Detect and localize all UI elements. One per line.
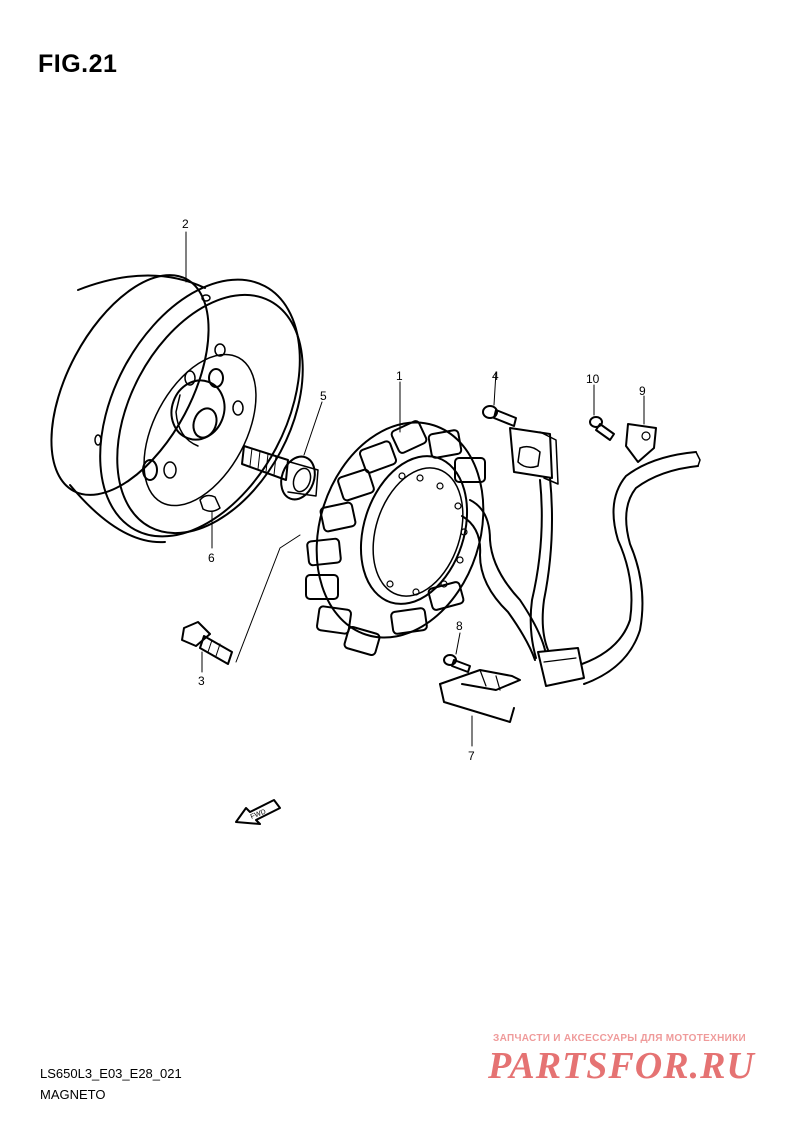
callout-5: 5 <box>320 389 327 403</box>
wire-guide <box>439 669 521 747</box>
diagram-code: LS650L3_E03_E28_021 <box>40 1066 182 1081</box>
callout-4: 4 <box>492 369 499 383</box>
watermark-tagline: ЗАПЧАСТИ И АКСЕССУАРЫ ДЛЯ МОТОТЕХНИКИ <box>493 1033 746 1044</box>
watermark-logo: PARTSFOR.RU <box>488 1045 755 1087</box>
wire-clip <box>625 395 657 463</box>
rotor-bolt <box>241 401 323 501</box>
figure-title: FIG.21 <box>38 50 118 78</box>
callout-2: 2 <box>182 217 189 231</box>
callout-8: 8 <box>456 619 463 633</box>
forward-direction-arrow: FWD <box>235 799 281 825</box>
connector-and-lead <box>537 451 701 687</box>
diagram-caption: MAGNETO <box>40 1087 106 1102</box>
clamp-bolt-upper <box>482 371 517 427</box>
guide-screw <box>443 632 471 673</box>
woodruff-key <box>199 494 221 549</box>
clip-screw <box>589 384 615 441</box>
callout-7: 7 <box>468 749 475 763</box>
stator-bolt <box>181 534 301 673</box>
harness-clamp <box>509 427 559 659</box>
rotor-flywheel <box>50 231 304 544</box>
callout-9: 9 <box>639 384 646 398</box>
callout-10: 10 <box>586 372 600 386</box>
stator-assembly <box>305 381 546 661</box>
callout-6: 6 <box>208 551 215 565</box>
callout-3: 3 <box>198 674 205 688</box>
callout-1: 1 <box>396 369 403 383</box>
callout-labels: 1 2 3 4 5 6 7 8 9 10 <box>182 217 646 763</box>
